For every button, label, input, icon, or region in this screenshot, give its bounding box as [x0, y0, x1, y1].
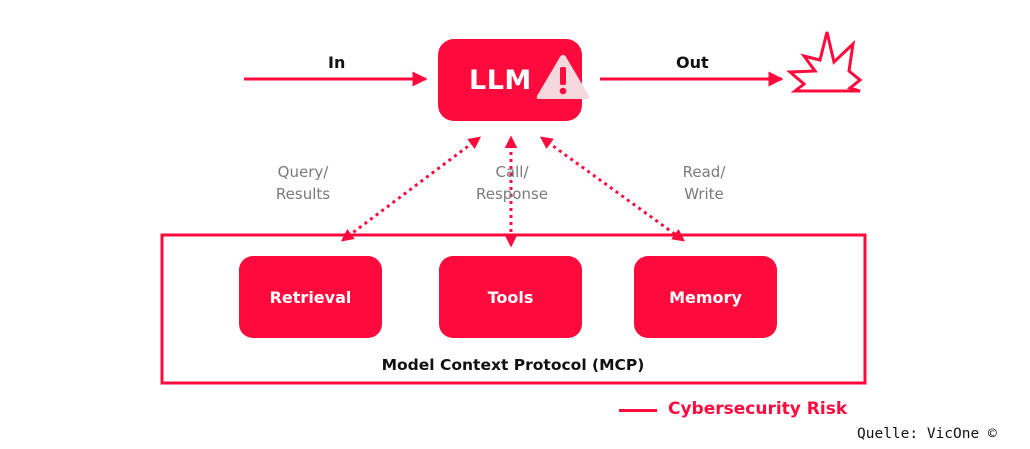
edge-label-tools-line2: Response — [475, 185, 549, 203]
edge-label-tools-line1: Call/ — [495, 163, 529, 181]
llm-node: LLM — [438, 39, 582, 121]
memory-node: Memory — [634, 256, 777, 338]
edge-label-retrieval: Query/ Results — [262, 161, 344, 205]
edge-label-memory-line2: Write — [684, 185, 724, 203]
legend-line-swatch — [619, 409, 657, 412]
memory-label: Memory — [669, 287, 742, 307]
warning-triangle-icon — [536, 55, 590, 99]
source-credit: Quelle: VicOne © — [857, 426, 997, 442]
edge-label-retrieval-line1: Query/ — [277, 163, 329, 181]
edge-memory-arrow — [539, 136, 686, 242]
tools-node: Tools — [439, 256, 582, 338]
edge-label-tools: Call/ Response — [466, 161, 558, 205]
input-label: In — [328, 53, 346, 72]
retrieval-node: Retrieval — [239, 256, 382, 338]
edge-retrieval-arrow — [340, 136, 482, 242]
tools-label: Tools — [487, 287, 534, 307]
legend-label: Cybersecurity Risk — [668, 399, 848, 419]
mcp-container-label: Model Context Protocol (MCP) — [381, 356, 645, 374]
edge-label-retrieval-line2: Results — [275, 185, 331, 203]
llm-label: LLM — [469, 64, 532, 96]
edge-label-memory-line1: Read/ — [682, 163, 726, 181]
output-label: Out — [676, 53, 709, 72]
edge-label-memory: Read/ Write — [666, 161, 742, 205]
retrieval-label: Retrieval — [269, 287, 352, 307]
explosion-burst-icon — [786, 31, 863, 93]
